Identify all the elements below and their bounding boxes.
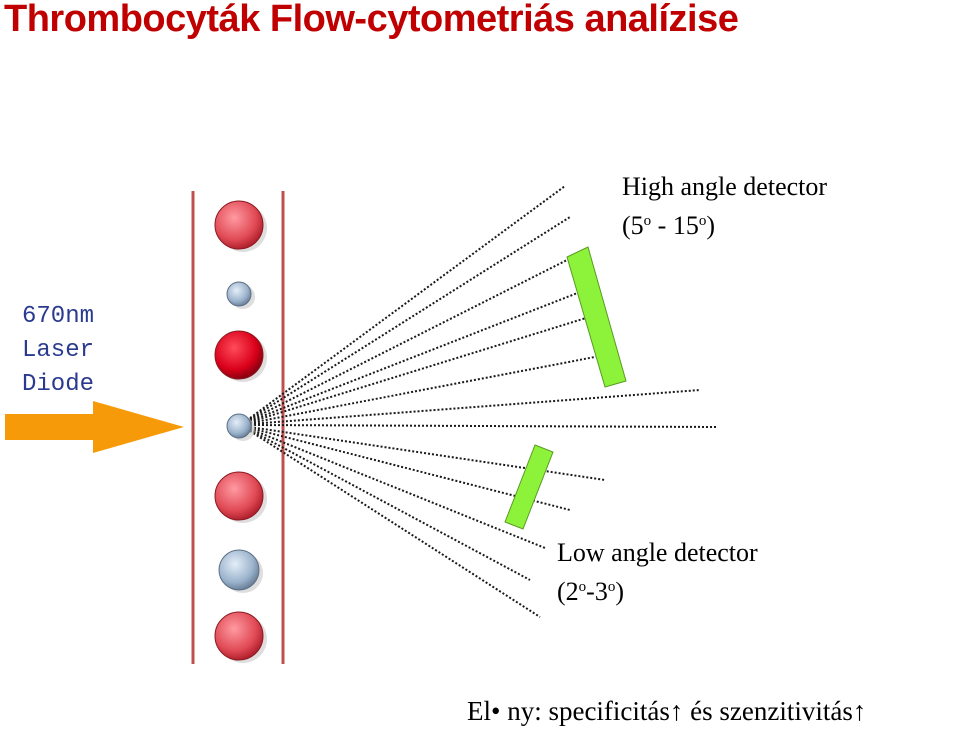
range-close: ) <box>615 577 625 606</box>
red-blood-cell <box>214 200 264 250</box>
range-mid: - 15 <box>651 211 699 240</box>
high-angle-detector-name: High angle detector <box>622 172 828 201</box>
laser-arrow <box>5 401 184 453</box>
degree-mark: o <box>607 579 616 595</box>
degree-mark: o <box>643 213 652 229</box>
laser-line-3: Diode <box>21 371 94 398</box>
range-open: (2 <box>557 577 579 606</box>
degree-mark: o <box>578 579 587 595</box>
degree-mark: o <box>698 213 707 229</box>
page-title: Thrombocyták Flow-cytometriás analízise <box>4 0 739 40</box>
high-angle-detector-range: (5o - 15o) <box>622 204 827 243</box>
advantage-note: El• ny: specificitás↑ és szenzitivitás↑ <box>467 694 866 728</box>
red-blood-cell <box>214 471 264 521</box>
low-angle-detector-bar <box>504 444 554 530</box>
low-angle-detector-label: Low angle detector (2o-3o) <box>557 536 758 609</box>
low-angle-detector-name: Low angle detector <box>557 538 758 567</box>
high-angle-detector-bar <box>566 246 627 388</box>
range-open: (5 <box>622 211 644 240</box>
low-angle-detector-range: (2o-3o) <box>557 570 758 609</box>
laser-diode-label: 670nm Laser Diode <box>6 300 110 402</box>
platelet-cell <box>218 549 260 591</box>
laser-line-1: 670nm <box>21 303 94 330</box>
high-angle-detector-label: High angle detector (5o - 15o) <box>622 170 827 243</box>
note-text: El• ny: specificitás <box>467 696 670 726</box>
up-arrow-icon: ↑ <box>852 696 867 726</box>
platelet-cell <box>226 281 252 307</box>
red-blood-cell <box>214 611 264 661</box>
scatter-rays <box>249 185 717 618</box>
range-mid: -3 <box>586 577 608 606</box>
red-blood-cell <box>214 330 264 380</box>
cell-column <box>214 200 267 663</box>
note-text-2: és szenzitivitás <box>683 696 853 726</box>
laser-line-2: Laser <box>21 337 94 364</box>
up-arrow-icon: ↑ <box>669 696 684 726</box>
range-close: ) <box>706 211 716 240</box>
platelet-cell <box>226 413 252 439</box>
